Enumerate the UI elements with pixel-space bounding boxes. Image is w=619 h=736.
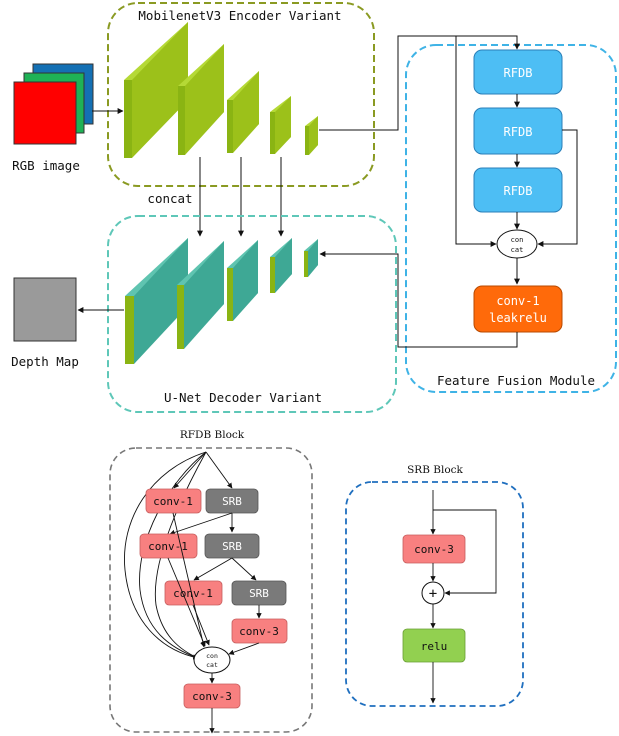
srb-conv3-label: conv-3 bbox=[414, 543, 454, 556]
decoder-group-border bbox=[107, 215, 397, 413]
ffm-group-border bbox=[405, 44, 617, 393]
rfdb-srb-b-label: SRB bbox=[222, 540, 242, 553]
rfdb-conv1-b bbox=[139, 533, 198, 559]
ffm-conv-line2: leakrelu bbox=[489, 311, 547, 325]
ffm-rfdb-2-label: RFDB bbox=[504, 125, 533, 139]
rfdb-concat-line2: cat bbox=[206, 661, 218, 669]
rgb-image-stack bbox=[13, 63, 94, 145]
encoder-feature-map-4 bbox=[270, 96, 291, 154]
ffm-rfdb-3 bbox=[473, 167, 563, 213]
rfdb-conv3-a-to-concat bbox=[228, 642, 260, 655]
depth-map-label: Depth Map bbox=[11, 354, 79, 369]
rfdb-long-curve-3 bbox=[154, 451, 207, 659]
rfdb-srb-b-to-srb-c bbox=[231, 557, 257, 581]
encoder-to-ffm-connector bbox=[319, 35, 520, 131]
rfdb-long-curve-1 bbox=[124, 451, 207, 660]
rfdb-conv3-a-label: conv-3 bbox=[239, 625, 279, 638]
srb-relu-label: relu bbox=[421, 640, 448, 653]
ffm-skip-left bbox=[455, 36, 497, 247]
rfdb-conv1-b-to-concat bbox=[167, 557, 206, 647]
encoder-feature-map-3 bbox=[227, 71, 259, 153]
rfdb-conv3-out-label: conv-3 bbox=[192, 690, 232, 703]
rfdb-entry-to-conv1-a bbox=[173, 451, 207, 489]
rfdb-conv1-a-to-concat bbox=[172, 512, 206, 648]
encoder-title: MobilenetV3 Encoder Variant bbox=[138, 8, 341, 23]
rfdb-conv1-c-label: conv-1 bbox=[173, 587, 213, 600]
ffm-conv-leakrelu bbox=[473, 285, 563, 333]
rfdb-block-border bbox=[109, 447, 313, 733]
decoder-title: U-Net Decoder Variant bbox=[164, 390, 322, 405]
decoder-feature-map-5 bbox=[304, 239, 318, 277]
rfdb-conv1-c-to-concat bbox=[192, 604, 210, 646]
decoder-feature-map-3 bbox=[227, 240, 258, 321]
ffm-rfdb-3-label: RFDB bbox=[504, 184, 533, 198]
ffm-title: Feature Fusion Module bbox=[437, 373, 595, 388]
rfdb-entry-to-srb-a bbox=[205, 451, 233, 489]
rfdb-srb-c-label: SRB bbox=[249, 587, 269, 600]
rfdb-conv1-a bbox=[145, 488, 202, 514]
srb-add-label: + bbox=[429, 586, 437, 602]
ffm-skip-right bbox=[537, 129, 578, 247]
rfdb-conv1-c bbox=[164, 580, 223, 606]
rfdb-conv3-a bbox=[231, 618, 288, 644]
rfdb-concat-node bbox=[193, 646, 231, 674]
rfdb-srb-a-label: SRB bbox=[222, 495, 242, 508]
srb-residual-path bbox=[433, 509, 497, 596]
ffm-to-decoder-connector bbox=[319, 251, 518, 348]
srb-relu bbox=[402, 628, 466, 663]
decoder-feature-map-4 bbox=[270, 238, 292, 293]
decoder-feature-map-2 bbox=[177, 241, 224, 349]
encoder-group-border bbox=[107, 2, 375, 187]
concat-label: concat bbox=[147, 191, 192, 206]
ffm-rfdb-1-label: RFDB bbox=[504, 66, 533, 80]
rfdb-conv1-a-label: conv-1 bbox=[153, 495, 193, 508]
ffm-conv-line1: conv-1 bbox=[496, 294, 539, 308]
rgb-image-label: RGB image bbox=[12, 158, 80, 173]
ffm-rfdb-1 bbox=[473, 49, 563, 95]
encoder-feature-map-2 bbox=[178, 44, 224, 155]
encoder-feature-map-5 bbox=[305, 116, 318, 155]
srb-block-border bbox=[345, 481, 524, 707]
ffm-concat-line2: cat bbox=[511, 246, 524, 254]
rfdb-conv1-b-label: conv-1 bbox=[148, 540, 188, 553]
rfdb-block-title: RFDB Block bbox=[180, 429, 245, 441]
rfdb-srb-a-to-conv1-b bbox=[169, 512, 233, 535]
rfdb-srb-b-to-conv1-c bbox=[193, 557, 233, 581]
srb-conv3 bbox=[402, 534, 466, 564]
ffm-concat-line1: con bbox=[511, 236, 524, 244]
rfdb-long-curve-2 bbox=[139, 451, 207, 659]
ffm-rfdb-2 bbox=[473, 107, 563, 155]
rfdb-concat-line1: con bbox=[206, 652, 218, 660]
depth-map-image bbox=[13, 277, 77, 342]
encoder-feature-map-1 bbox=[124, 22, 188, 158]
decoder-feature-map-1 bbox=[125, 238, 188, 364]
srb-block-title: SRB Block bbox=[407, 464, 463, 476]
